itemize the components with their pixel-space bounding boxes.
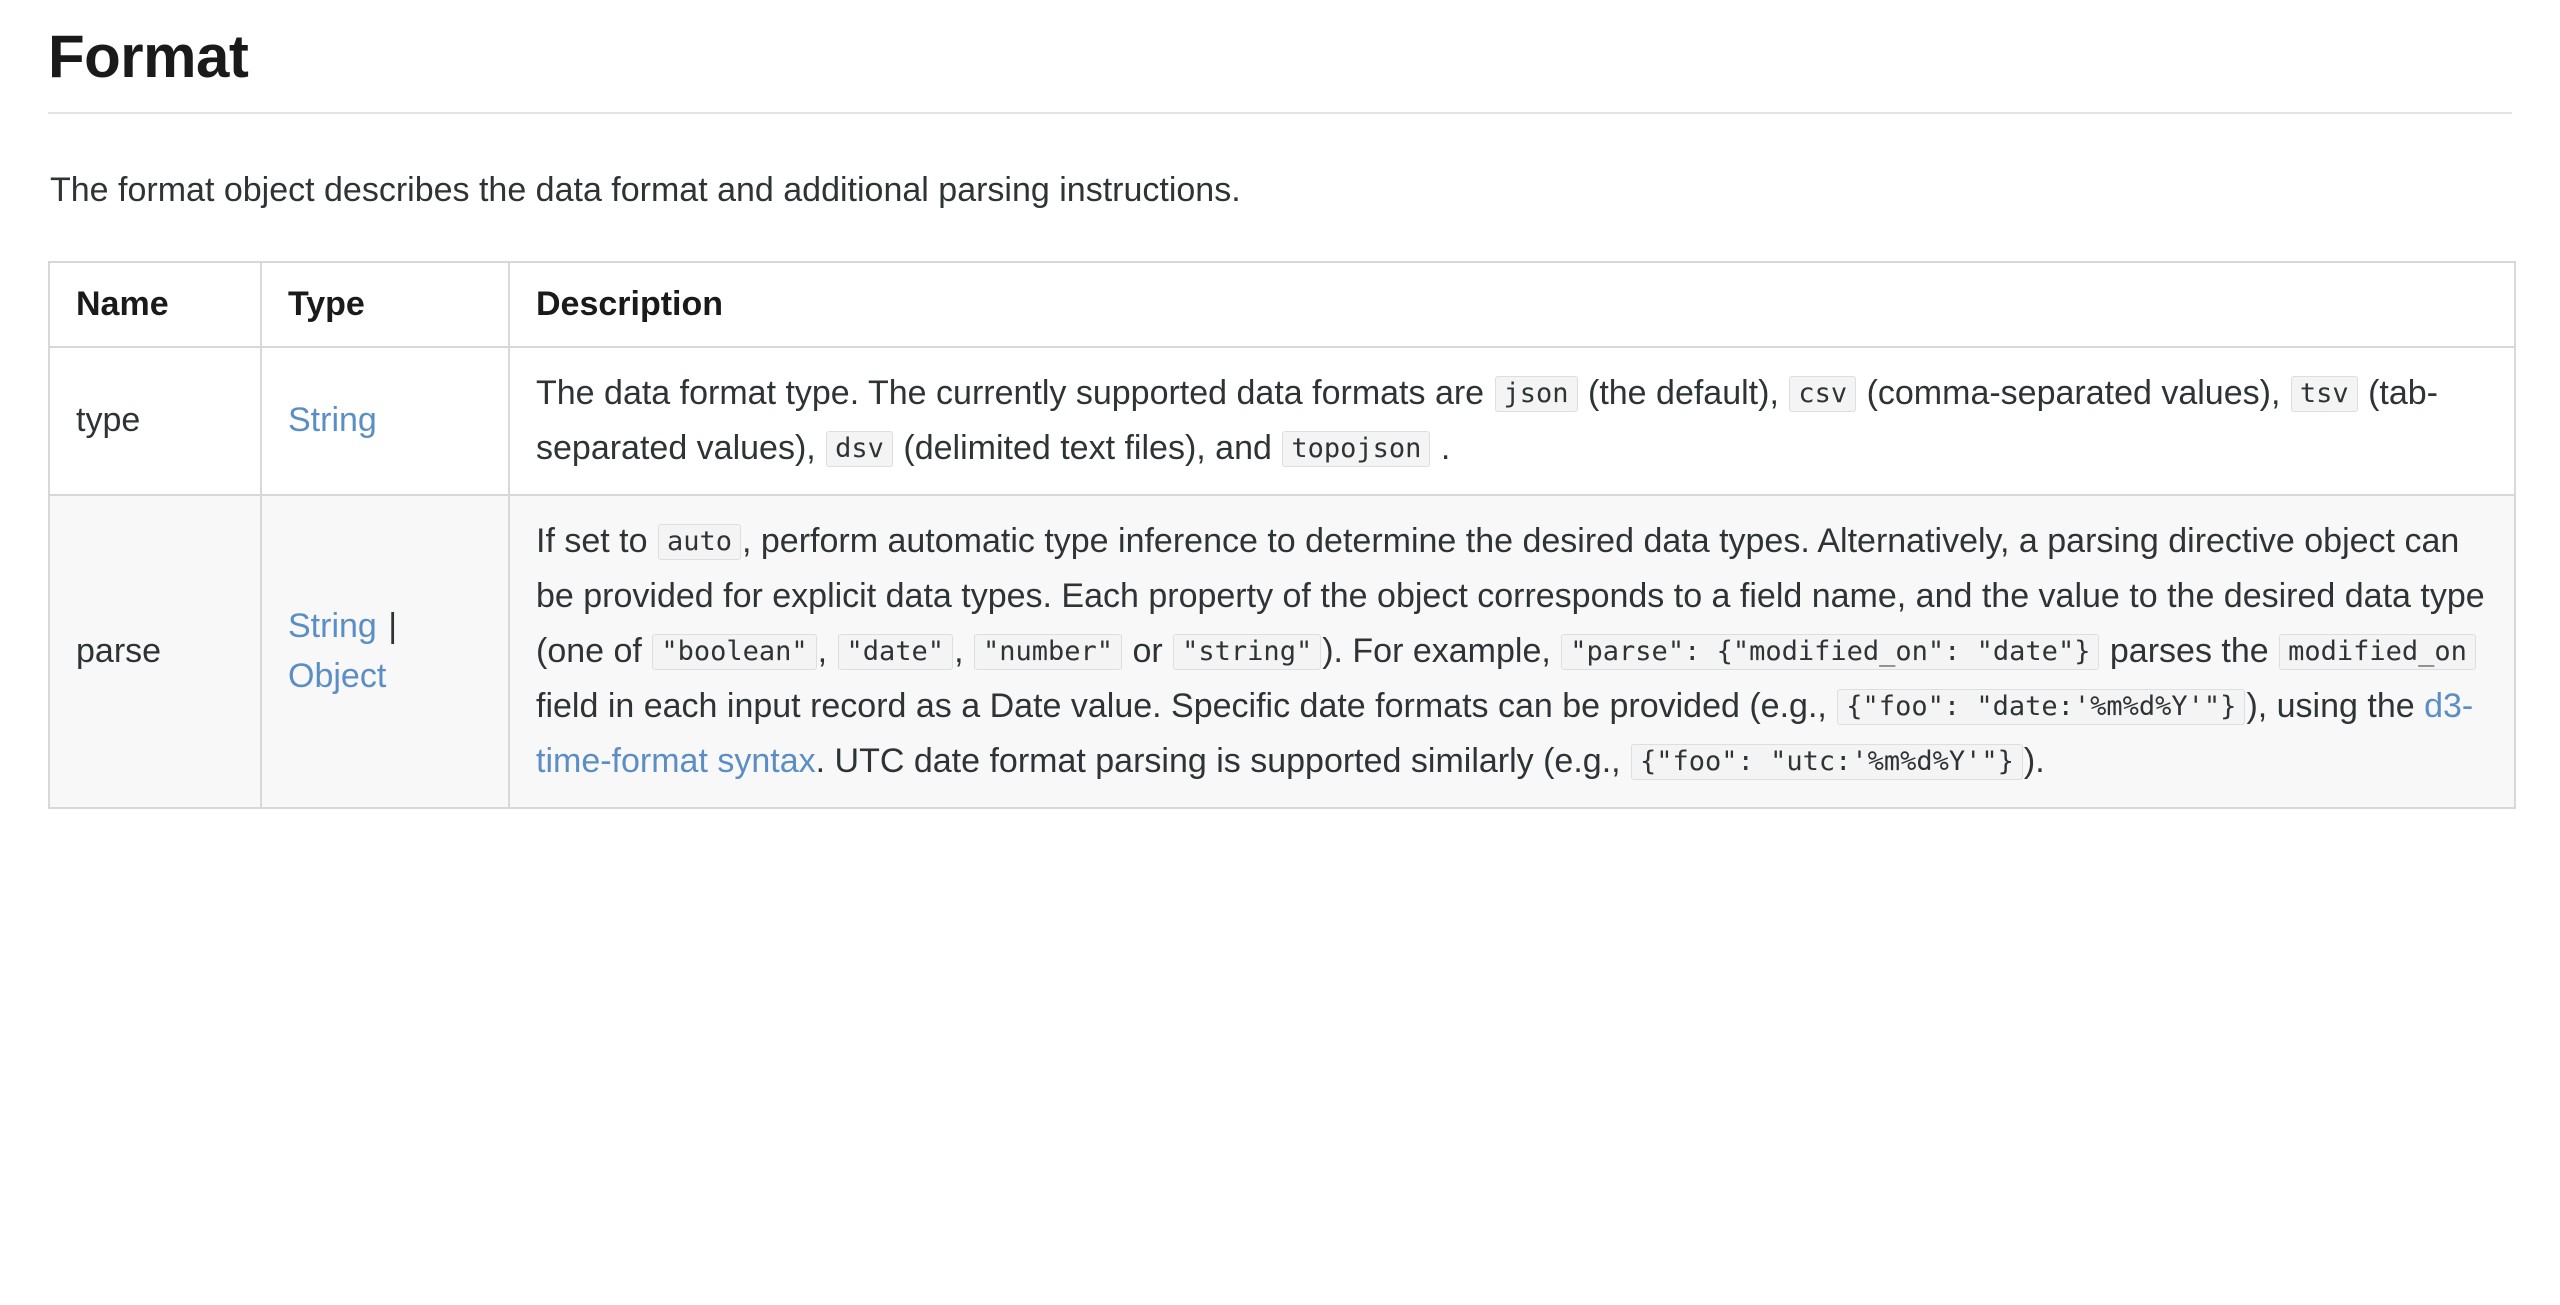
description-text: parses the — [2100, 632, 2279, 670]
description-text: (tab-separated values), — [536, 373, 2438, 467]
property-description-cell: The data format type. The currently supp… — [508, 345, 2516, 496]
description-text: ). For example, — [1322, 632, 1561, 670]
description-text: or — [1123, 632, 1173, 670]
code-chip: "date" — [837, 634, 954, 670]
code-chip: {"foo": "utc:'%m%d%Y'"} — [1631, 744, 2023, 781]
code-chip: dsv — [826, 430, 893, 467]
description-text: If set to — [536, 521, 657, 560]
intro-paragraph: The format object describes the data for… — [50, 171, 1241, 209]
code-chip: "parse": {"modified_on": "date"} — [1561, 634, 2100, 670]
description-text: field in each input record as a Date val… — [536, 687, 1837, 726]
table-header-row: Name Type Description — [48, 260, 2516, 348]
description-text: . UTC date format parsing is supported s… — [815, 742, 1631, 781]
code-chip: csv — [1789, 375, 1857, 412]
code-chip: "boolean" — [652, 634, 817, 670]
code-chip: topojson — [1282, 430, 1431, 467]
code-chip: tsv — [2290, 375, 2358, 412]
title-divider — [48, 112, 2512, 114]
column-header-type: Type — [260, 260, 510, 348]
code-chip: auto — [657, 523, 741, 560]
description-text: . — [1431, 428, 1451, 467]
property-name-cell: type — [48, 345, 262, 496]
description-text: (the default), — [1578, 373, 1789, 412]
description-text: (comma-separated values), — [1857, 373, 2290, 412]
code-chip: {"foo": "date:'%m%d%Y'"} — [1837, 689, 2246, 726]
property-name-cell: parse — [48, 493, 262, 810]
code-chip: "string" — [1173, 634, 1322, 670]
column-header-description: Description — [508, 260, 2516, 348]
inline-link[interactable]: d3-time-format syntax — [536, 687, 2474, 781]
description-text: , — [954, 632, 973, 670]
table-header: Name Type Description — [48, 260, 2516, 348]
code-chip: modified_on — [2279, 634, 2476, 670]
description-text: ). — [2023, 742, 2045, 781]
description-text: The data format type. The currently supp… — [536, 373, 1494, 412]
table-row: type String The data format type. The curr… — [48, 345, 2516, 496]
type-separator: | — [378, 607, 398, 646]
description-text: ), using the — [2246, 687, 2425, 726]
page-title: Format — [48, 23, 249, 90]
description-text: (delimited text files), and — [893, 428, 1282, 467]
property-description-cell: If set to auto, perform automatic type i… — [508, 493, 2516, 810]
property-type-cell: String | Object — [260, 493, 510, 810]
description-text: , — [817, 632, 837, 670]
code-chip: "number" — [973, 634, 1123, 670]
code-chip: json — [1494, 375, 1578, 412]
column-header-name: Name — [48, 260, 262, 348]
description-text: , perform automatic type inference to de… — [536, 521, 2485, 670]
property-type-cell: String — [260, 345, 510, 496]
type-link-string[interactable]: String — [288, 401, 377, 440]
type-link-object[interactable]: Object — [288, 656, 387, 695]
type-link-string[interactable]: String — [288, 607, 377, 646]
